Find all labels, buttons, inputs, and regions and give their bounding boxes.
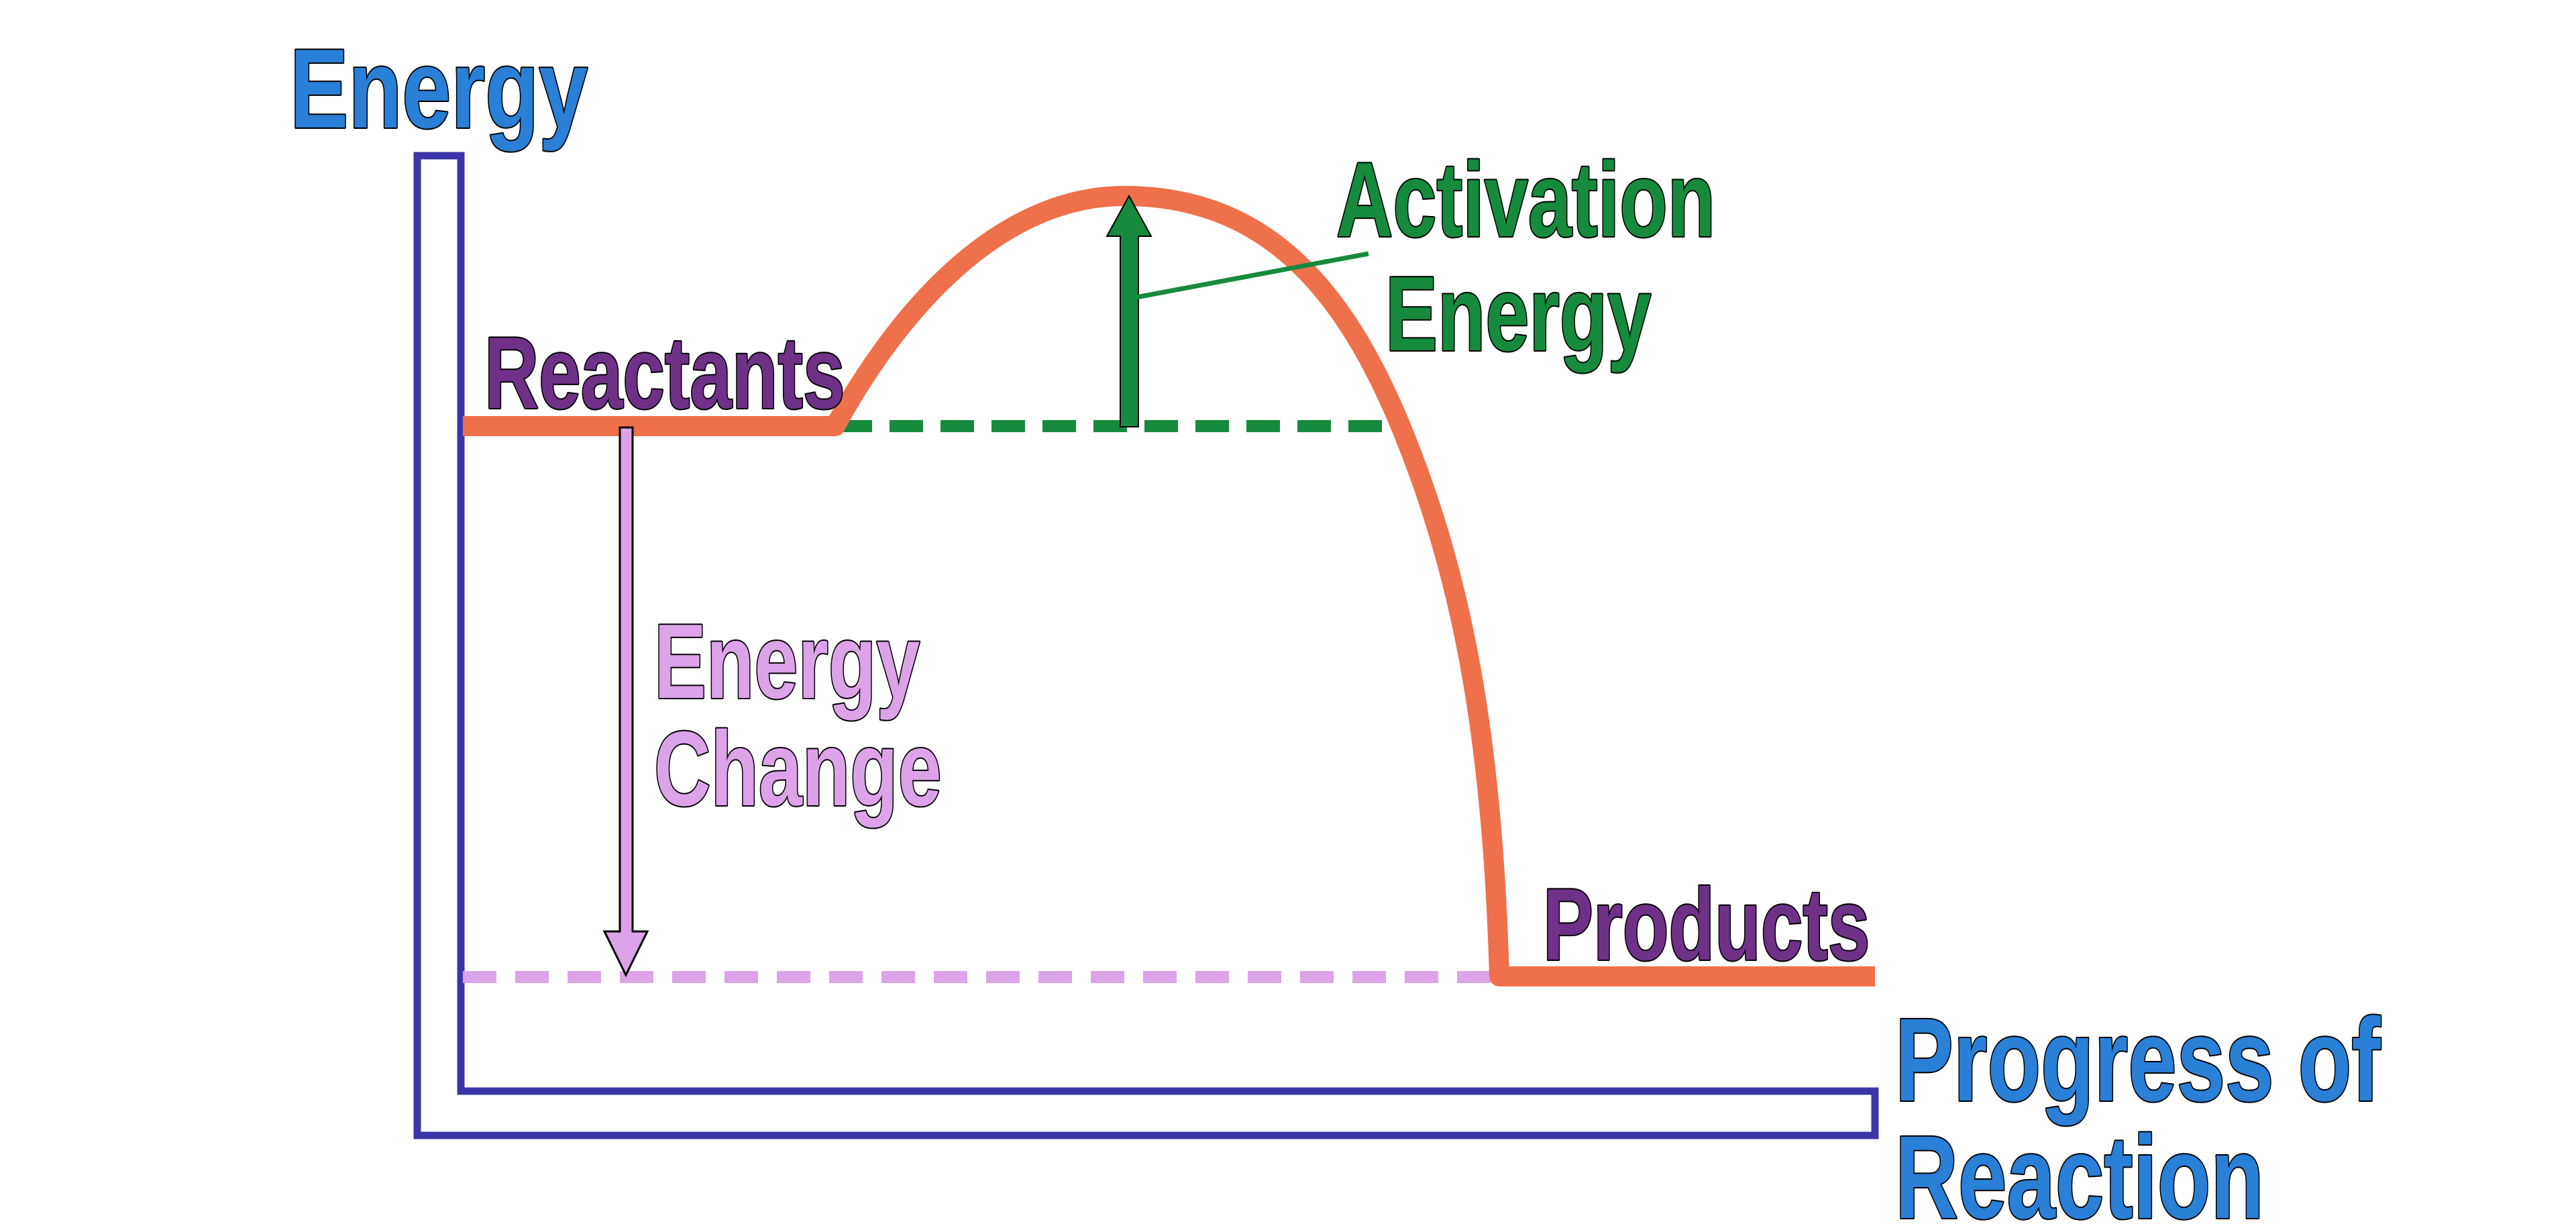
energy-change-label-line1: Energy [654, 603, 920, 721]
activation-energy-label-line2: Energy [1385, 255, 1651, 373]
products-label: Products [1543, 868, 1870, 982]
x-axis-label-line1: Progress of [1895, 994, 2381, 1126]
activation-pointer-line [1136, 251, 1369, 300]
x-axis-label-line2: Reaction [1895, 1111, 2264, 1224]
activation-energy-label-line1: Activation [1336, 141, 1715, 259]
reactants-label: Reactants [484, 317, 845, 430]
activation-energy-arrow [1106, 194, 1152, 427]
energy-change-label-line2: Change [654, 710, 942, 828]
reaction-curve [463, 185, 1875, 986]
energy-change-arrow [602, 426, 649, 978]
axes-frame [413, 152, 1879, 1139]
y-axis-label: Energy [290, 26, 588, 151]
